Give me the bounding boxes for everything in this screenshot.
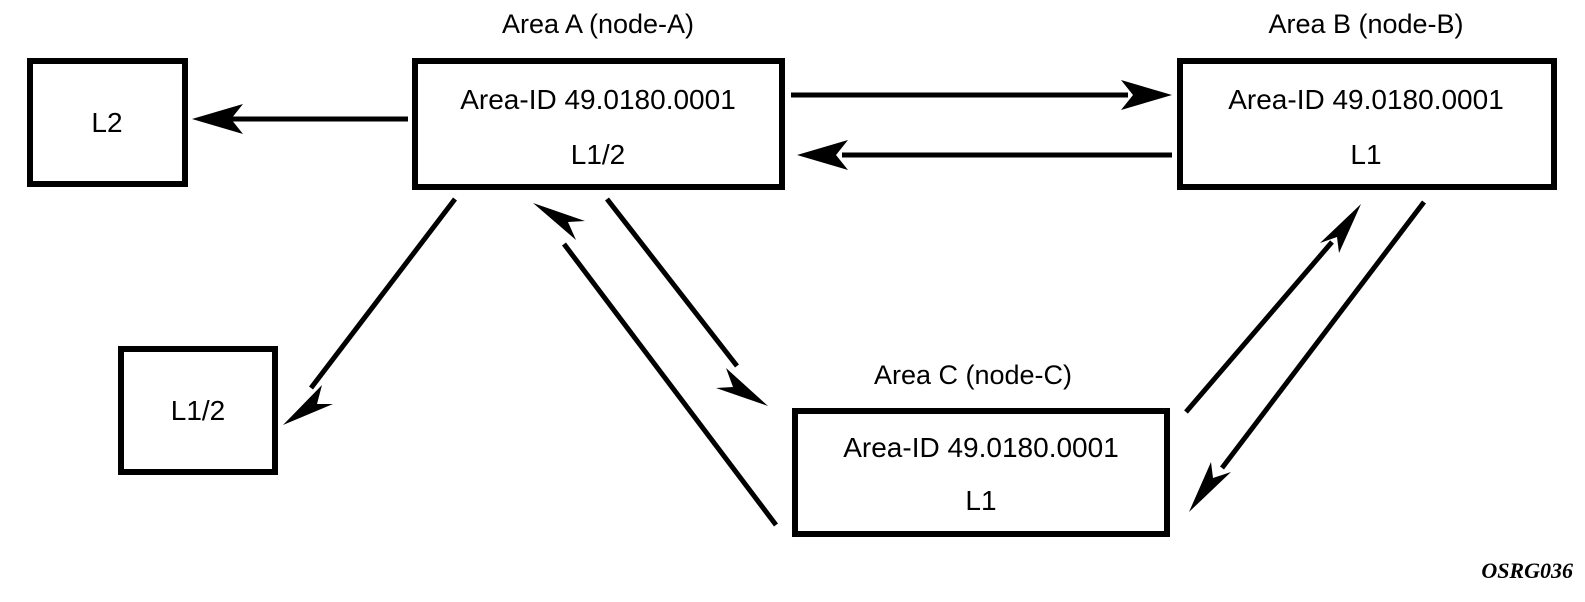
connector-area-b-to-area-a: [797, 140, 1172, 170]
node-area-c-rect: [792, 408, 1170, 537]
connector-area-a-to-l2: [192, 104, 408, 134]
node-area-a-level: L1/2: [571, 139, 626, 170]
arrow-head-up-right: [1320, 204, 1361, 253]
node-area-a[interactable]: Area A (node-A) Area-ID 49.0180.0001 L1/…: [412, 9, 785, 190]
connector-area-a-to-area-c: [605, 197, 768, 406]
connector-line: [605, 197, 739, 368]
node-area-c-title: Area C (node-C): [874, 360, 1072, 390]
node-area-a-title: Area A (node-A): [502, 9, 694, 39]
connector-area-c-to-area-b: [1184, 204, 1361, 414]
node-area-c-area-id: Area-ID 49.0180.0001: [843, 432, 1119, 463]
node-area-a-area-id: Area-ID 49.0180.0001: [460, 84, 736, 115]
connector-area-a-to-l1-2: [283, 197, 457, 425]
arrow-head-down-left: [283, 385, 333, 425]
arrow-head-left: [797, 140, 848, 170]
level-box-l1-2-label: L1/2: [171, 395, 226, 426]
node-area-b-rect: [1177, 58, 1557, 190]
level-box-l2-rect: [27, 58, 188, 187]
node-area-a-rect: [412, 58, 785, 190]
connector-area-c-to-area-a: [533, 203, 778, 527]
connector-line: [562, 242, 778, 527]
node-area-c[interactable]: Area C (node-C) Area-ID 49.0180.0001 L1: [792, 360, 1170, 537]
level-box-l1-2-rect: [118, 346, 278, 475]
level-box-l1-2[interactable]: L1/2: [118, 346, 278, 475]
node-area-b-title: Area B (node-B): [1268, 9, 1463, 39]
level-box-l2[interactable]: L2: [27, 58, 188, 187]
arrow-head-down-right: [716, 368, 768, 406]
arrow-head-left: [192, 104, 243, 134]
figure-id-label: OSRG036: [1481, 558, 1573, 583]
level-box-l2-label: L2: [91, 107, 122, 138]
connector-line: [309, 197, 457, 390]
node-area-c-level: L1: [965, 485, 996, 516]
connector-area-b-to-area-c: [1189, 200, 1426, 512]
connector-line: [1184, 240, 1334, 414]
arrow-head-right: [1121, 80, 1172, 110]
node-area-b[interactable]: Area B (node-B) Area-ID 49.0180.0001 L1: [1177, 9, 1557, 190]
node-area-b-area-id: Area-ID 49.0180.0001: [1228, 84, 1504, 115]
connector-line: [1220, 200, 1426, 470]
arrow-head-up-left: [533, 203, 585, 240]
arrow-head-down-left: [1189, 462, 1231, 512]
connector-area-a-to-area-b: [791, 80, 1172, 110]
node-area-b-level: L1: [1350, 139, 1381, 170]
